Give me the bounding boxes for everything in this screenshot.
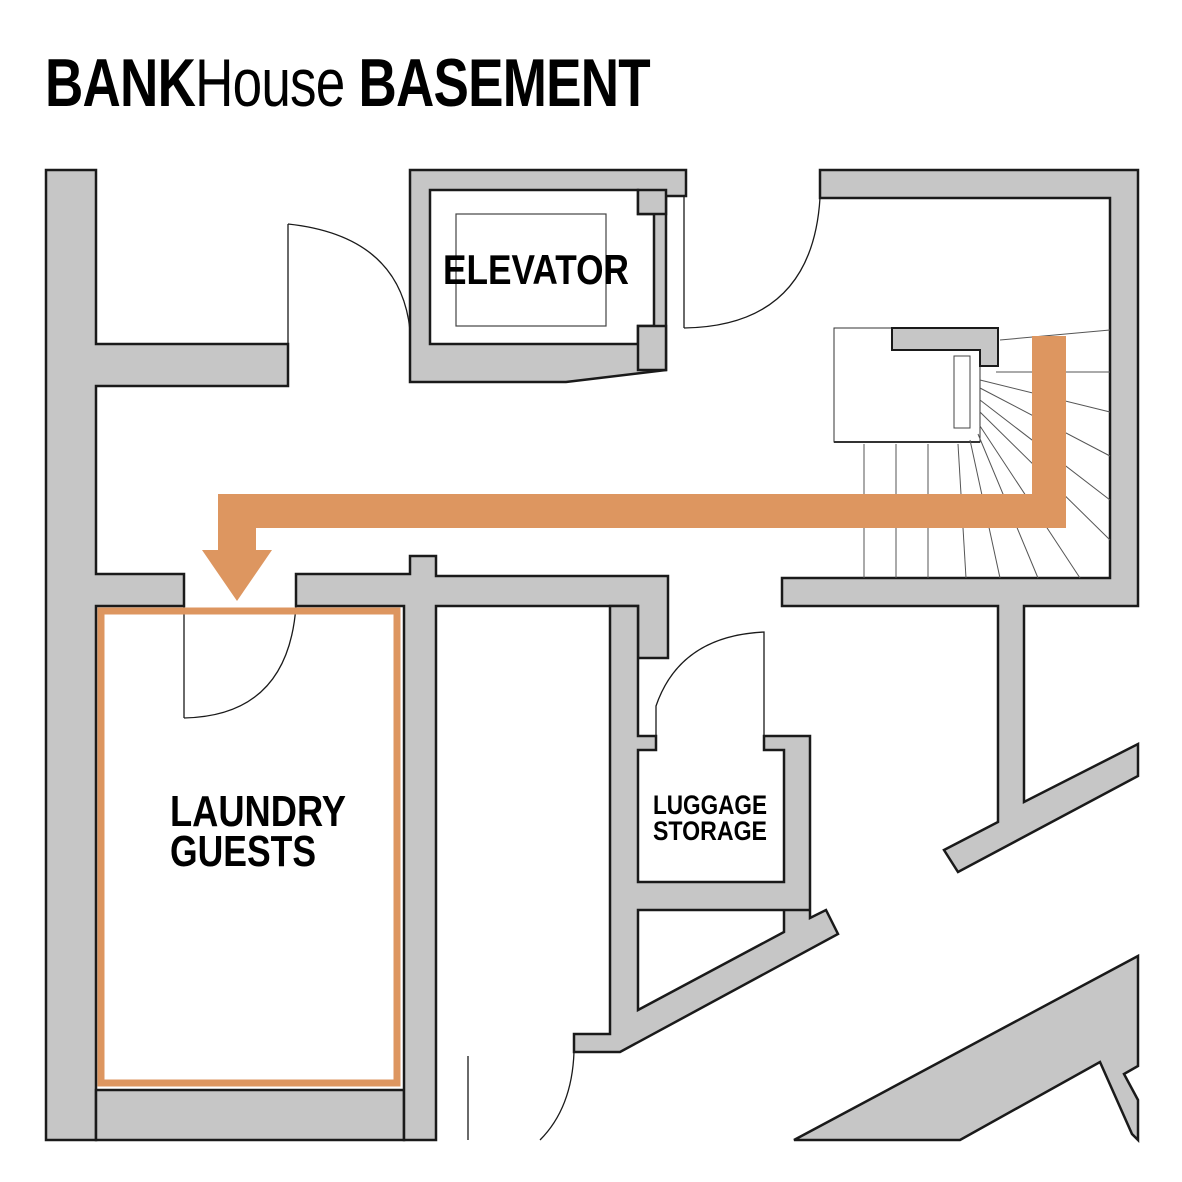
wall-bottom-left	[94, 1088, 406, 1142]
laundry-label-line2: GUESTS	[170, 827, 316, 876]
elevator-car	[455, 213, 607, 327]
title-bank: BANK	[45, 45, 196, 121]
wall-elevator-jamb-top	[636, 188, 668, 216]
doors	[183, 196, 821, 1141]
wall-elevator-jamb-bottom	[636, 324, 668, 372]
door-laundry	[183, 605, 297, 719]
laundry-highlight	[97, 607, 401, 1087]
route-arrowhead	[202, 550, 272, 601]
title-house: House	[195, 45, 345, 121]
laundry-label-line1: LAUNDRY	[170, 787, 346, 836]
wall-luggage	[572, 604, 840, 1054]
luggage-label-line2: STORAGE	[653, 816, 767, 846]
route-arrow	[202, 336, 1066, 601]
route-path	[218, 336, 1066, 550]
door-bottom	[539, 1051, 575, 1141]
title-basement: BASEMENT	[358, 45, 650, 121]
wall-diagonal-lower	[793, 953, 1140, 1144]
wall-stair-enclosure	[780, 168, 1140, 874]
wall-left-main	[44, 168, 290, 1142]
walls	[44, 168, 1140, 1144]
door-corridor-top	[287, 223, 411, 344]
luggage-label-line1: LUGGAGE	[653, 790, 767, 820]
stairs	[833, 327, 1111, 579]
stair-rail-inner	[953, 355, 971, 429]
page-title: BANKHouse BASEMENT	[45, 38, 651, 128]
stair-step-13	[999, 329, 1111, 341]
stair-rail	[891, 327, 999, 367]
elevator-label: ELEVATOR	[443, 246, 629, 293]
door-elevator-lobby	[683, 196, 821, 329]
door-luggage	[655, 631, 765, 736]
